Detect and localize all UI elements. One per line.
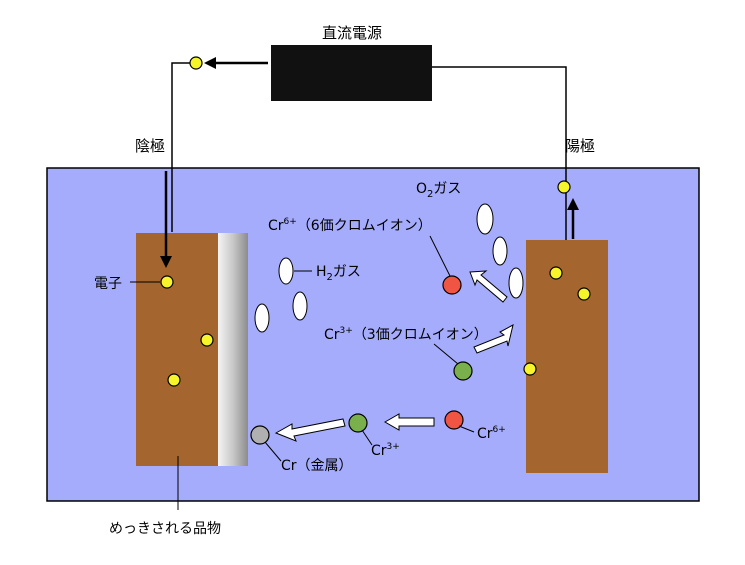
cr-metal-atom: [250, 425, 270, 445]
anode-label: 陽極: [565, 137, 595, 155]
electron-dot: [577, 287, 591, 301]
chrome-layer: [218, 233, 248, 466]
cr-metal-label: Cr（金属）: [281, 458, 353, 474]
cr6-ion: [442, 275, 462, 295]
electron-dot: [523, 362, 537, 376]
electron-dot: [167, 373, 181, 387]
electron-flow-arrow-top: [204, 57, 268, 69]
h2-gas-label: H2ガス: [316, 264, 361, 283]
oxidation-arrow: [473, 324, 514, 354]
cr6-ion-label-bottom: Cr6+: [477, 425, 506, 442]
reduction-arrow-1: [383, 413, 435, 431]
anode-plate: [526, 240, 608, 473]
plated-item-label: めっきされる品物: [109, 521, 221, 537]
o2-gas-bubble: [508, 267, 524, 299]
electron-dot: [189, 56, 203, 70]
cr6-leader-top: [429, 235, 452, 279]
electron-dot: [200, 333, 214, 347]
electron-dot: [549, 266, 563, 280]
h2-gas-bubble: [278, 257, 294, 285]
cr3-ion: [453, 361, 473, 381]
dc-power-supply: [271, 45, 432, 101]
reoxidation-arrow: [469, 270, 508, 303]
o2-gas-label: O2ガス: [416, 181, 461, 200]
cr3-leader-mid: [433, 343, 459, 365]
cathode-electron-arrow: [160, 171, 172, 268]
cr-metal-leader: [264, 441, 282, 462]
h2-gas-bubble: [292, 291, 308, 321]
cr3-ion-label-mid: Cr3+（3価クロムイオン）: [324, 326, 488, 343]
h2-gas-bubble: [254, 303, 270, 333]
electron-dot: [557, 180, 571, 194]
electron-dot: [160, 275, 174, 289]
reduction-arrow-2: [274, 418, 346, 442]
cr3-leader-bottom: [361, 429, 373, 446]
cr3-ion-label-bottom: Cr3+: [371, 442, 400, 459]
power-supply-label: 直流電源: [322, 24, 382, 42]
o2-gas-bubble: [492, 236, 508, 266]
o2-gas-bubble: [476, 203, 494, 235]
cathode-label: 陰極: [135, 137, 165, 155]
cr6-ion-label-top: Cr6+（6価クロムイオン）: [268, 217, 432, 234]
cr6-ion: [444, 410, 464, 430]
electron-label: 電子: [94, 276, 122, 292]
anode-electron-arrow: [567, 198, 579, 239]
cr6-leader-bottom: [458, 425, 475, 433]
cathode-plate: [136, 233, 218, 466]
cr3-ion: [348, 413, 368, 433]
